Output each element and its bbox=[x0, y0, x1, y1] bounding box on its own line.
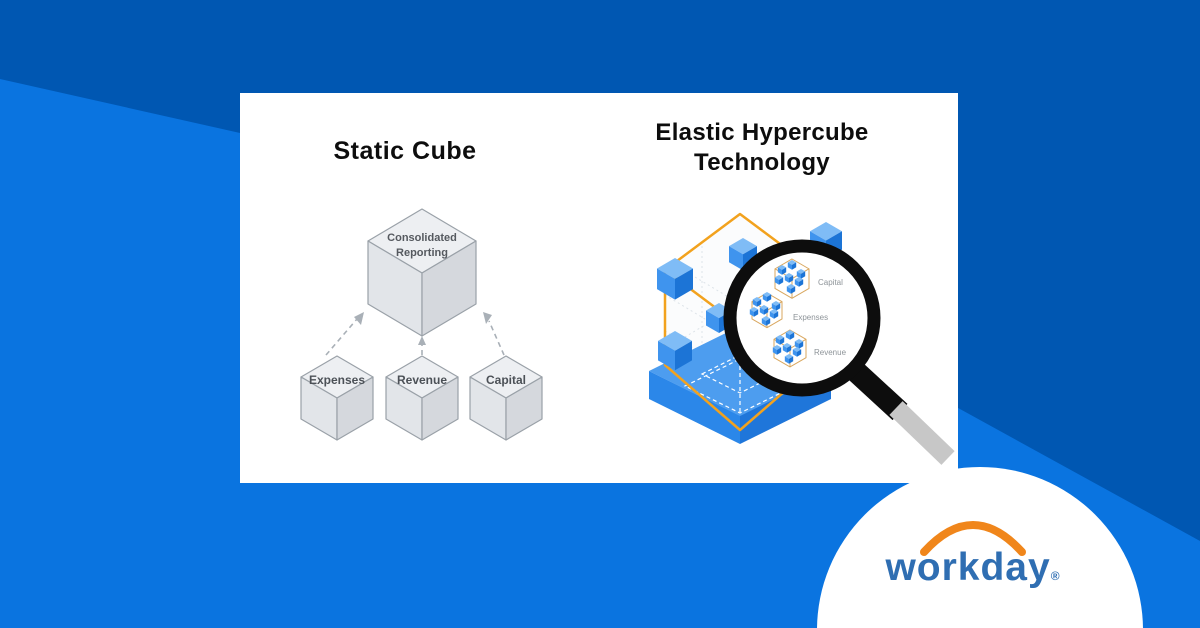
arrow-capital bbox=[488, 320, 505, 356]
elastic-hypercube-title: Elastic Hypercube Technology bbox=[620, 118, 904, 178]
magnifier-icon: Capital Expenses Revenue bbox=[723, 239, 955, 465]
elastic-hypercube-title-line2: Technology bbox=[694, 149, 830, 176]
lens-expenses-label: Expenses bbox=[793, 313, 828, 322]
capital-cube bbox=[469, 355, 543, 441]
magnifier-ring bbox=[723, 239, 881, 397]
workday-wordmark: workday® bbox=[873, 546, 1073, 590]
workday-arc-icon bbox=[920, 521, 1026, 556]
registered-trademark: ® bbox=[1050, 569, 1061, 583]
logo-white-blob bbox=[817, 467, 1143, 628]
expenses-cube bbox=[300, 355, 374, 441]
revenue-cube-label: Revenue bbox=[397, 373, 447, 387]
consolidated-cube-label-line2: Reporting bbox=[396, 247, 448, 259]
elastic-hypercube-diagram: Capital Expenses Revenue bbox=[649, 212, 955, 465]
lens-capital-label: Capital bbox=[818, 278, 843, 287]
magnifier-lens bbox=[736, 252, 868, 384]
comparison-card: Static Cube Elastic Hypercube Technology… bbox=[240, 93, 958, 483]
static-cube-diagram: Consolidated Reporting Expenses bbox=[300, 208, 543, 441]
consolidated-cube-label-line1: Consolidated bbox=[387, 232, 457, 244]
workday-logo: workday® bbox=[873, 504, 1073, 614]
revenue-cube bbox=[385, 355, 459, 441]
magnifier-handle-gray bbox=[889, 401, 955, 465]
elastic-hypercube-title-line1: Elastic Hypercube bbox=[655, 119, 869, 146]
arrow-expenses bbox=[325, 318, 358, 356]
arrow-heads bbox=[354, 312, 492, 345]
static-cube-title: Static Cube bbox=[333, 137, 477, 165]
consolidated-reporting-cube bbox=[367, 208, 477, 337]
lens-revenue-label: Revenue bbox=[814, 348, 847, 357]
workday-wordmark-text: workday bbox=[885, 546, 1051, 589]
magnifier-handle-black bbox=[842, 357, 908, 421]
expenses-cube-label: Expenses bbox=[309, 373, 365, 387]
capital-cube-label: Capital bbox=[486, 373, 526, 387]
